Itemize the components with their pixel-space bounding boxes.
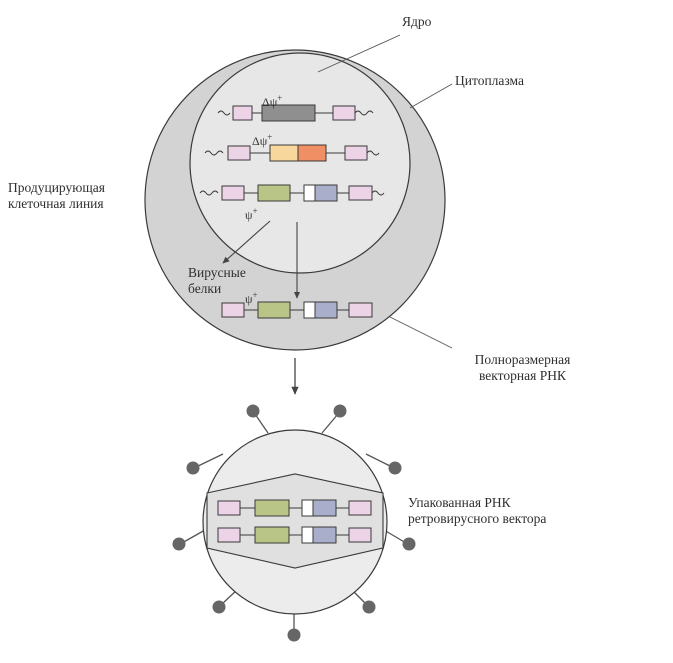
gag-pol-box: [261, 104, 316, 122]
plus-superscript: +: [267, 132, 273, 142]
ltr-box: [221, 302, 245, 318]
leader-full-rna: [389, 316, 453, 349]
spacer-box-white: [303, 301, 316, 319]
label-packaged-rna-1: Упакованная РНК: [408, 495, 511, 510]
symbol-delta-psi-2: Δψ+: [252, 131, 272, 147]
leader-nucleus: [317, 34, 401, 73]
packaged-rna-2: [217, 526, 372, 544]
label-packaged-rna-2: ретровирусного вектора: [408, 511, 547, 526]
construct-delta-psi-env: [204, 144, 380, 162]
env-box-orange: [297, 144, 327, 162]
transgene-box-green: [254, 499, 290, 517]
virion-spike-heads: [172, 404, 416, 642]
label-viral-proteins-1: Вирусные: [188, 265, 246, 280]
transgene-box-green: [257, 301, 291, 319]
delta-psi-text: Δψ: [252, 134, 268, 148]
ltr-box: [332, 105, 356, 121]
plus-superscript: +: [252, 290, 258, 300]
spacer-box-white: [303, 184, 316, 202]
ltr-box: [217, 500, 241, 516]
arrow-to-viral-proteins: [222, 220, 271, 264]
virion-capsid: [206, 473, 384, 569]
psi-text: ψ: [245, 208, 253, 222]
label-nucleus: Ядро: [402, 14, 432, 29]
ltr-box: [232, 105, 253, 121]
packaged-rna-1: [217, 499, 372, 517]
symbol-psi-nucleus: ψ+: [245, 205, 258, 221]
full-length-vector-rna: [221, 301, 373, 319]
delta-psi-text: Δψ: [262, 95, 278, 109]
psi-text: ψ: [245, 292, 253, 306]
marker-box-blue: [314, 301, 338, 319]
ltr-box: [348, 185, 373, 201]
spacer-box-white: [301, 526, 314, 544]
construct-psi-vector: [199, 184, 385, 202]
ltr-box: [221, 185, 245, 201]
transgene-box-green: [254, 526, 290, 544]
plus-superscript: +: [252, 206, 258, 216]
nucleus: [189, 52, 411, 274]
ltr-box: [227, 145, 251, 161]
symbol-delta-psi-1: Δψ+: [262, 92, 282, 108]
ltr-box: [348, 302, 373, 318]
label-full-length-rna-2: векторная РНК: [479, 368, 566, 383]
ltr-box: [217, 527, 241, 543]
plus-superscript: +: [277, 93, 283, 103]
label-cytoplasm: Цитоплазма: [455, 73, 524, 88]
construct-delta-psi-gray: [217, 104, 374, 122]
spacer-box-white: [301, 499, 314, 517]
ltr-box: [344, 145, 368, 161]
marker-box-blue: [312, 526, 337, 544]
marker-box-blue: [312, 499, 337, 517]
symbol-psi-cytoplasm: ψ+: [245, 289, 258, 305]
leader-cytoplasm: [409, 83, 453, 109]
label-producer-cell-line-2: клеточная линия: [8, 196, 104, 211]
label-viral-proteins-2: белки: [188, 281, 222, 296]
label-producer-cell-line-1: Продуцирующая: [8, 180, 105, 195]
ltr-box: [348, 500, 372, 516]
transgene-box-green: [257, 184, 291, 202]
label-full-length-rna-1: Полноразмерная: [474, 352, 571, 367]
marker-box-blue: [314, 184, 338, 202]
env-box-yellow: [269, 144, 299, 162]
ltr-box: [348, 527, 372, 543]
